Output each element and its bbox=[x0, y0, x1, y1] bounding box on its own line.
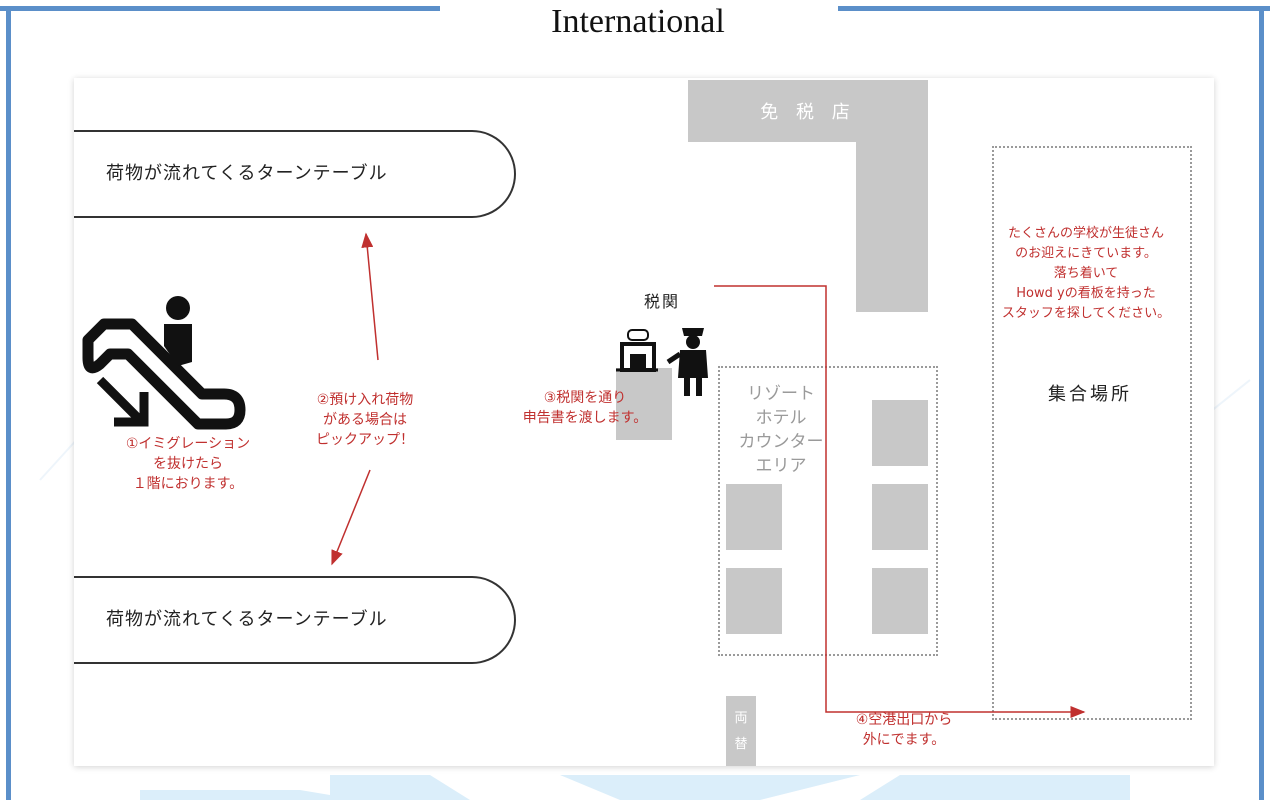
frame-top-left bbox=[0, 6, 440, 11]
resort-counter-label: リゾート ホテル カウンター エリア bbox=[738, 384, 824, 476]
duty-free-block-vertical bbox=[856, 80, 928, 312]
counter-block-1 bbox=[872, 400, 928, 466]
turntable-top-label: 荷物が流れてくるターンテーブル bbox=[106, 163, 388, 184]
turntable-bottom: 荷物が流れてくるターンテーブル bbox=[74, 576, 516, 664]
meeting-note: たくさんの学校が生徒さん のお迎えにきています。 落ち着いて Howd yの看板… bbox=[1001, 226, 1171, 321]
counter-block-3 bbox=[872, 484, 928, 550]
frame-left bbox=[6, 6, 11, 800]
customs-desk bbox=[616, 368, 672, 440]
resort-counter-area bbox=[718, 366, 938, 656]
step1-text: ①イミグレーション を抜けたら １階におります。 bbox=[125, 436, 251, 492]
step4-text: ④空港出口から 外にでます。 bbox=[855, 712, 953, 748]
meeting-area-label: 集合場所 bbox=[1048, 384, 1132, 405]
escalator-person-icon bbox=[82, 296, 246, 430]
map-overlay bbox=[82, 232, 1086, 718]
airport-map: 荷物が流れてくるターンテーブル 荷物が流れてくるターンテーブル 免 税 店 リゾ… bbox=[74, 78, 1214, 766]
frame-right bbox=[1259, 6, 1264, 800]
baggage-scanner-icon bbox=[616, 329, 658, 372]
page-title: International bbox=[551, 3, 725, 40]
counter-block-5 bbox=[872, 568, 928, 634]
counter-block-4 bbox=[726, 568, 782, 634]
frame-top-right bbox=[838, 6, 1270, 11]
arrow-to-bottom-turntable bbox=[331, 469, 371, 566]
step3-text: ③税関を通り 申告書を渡します。 bbox=[522, 390, 648, 426]
exit-route bbox=[714, 285, 1086, 718]
meeting-area bbox=[992, 146, 1192, 720]
arrow-to-top-turntable bbox=[361, 232, 379, 361]
customs-officer-icon bbox=[666, 328, 708, 396]
turntable-top: 荷物が流れてくるターンテーブル bbox=[74, 130, 516, 218]
exchange-block bbox=[726, 696, 756, 766]
step2-text: ②預け入れ荷物 がある場合は ピックアップ！ bbox=[316, 392, 414, 448]
customs-label: 税関 bbox=[643, 292, 680, 311]
counter-block-2 bbox=[726, 484, 782, 550]
turntable-bottom-label: 荷物が流れてくるターンテーブル bbox=[106, 609, 388, 630]
exchange-label: 両 替 bbox=[734, 711, 748, 752]
duty-free-label: 免 税 店 bbox=[760, 102, 856, 123]
